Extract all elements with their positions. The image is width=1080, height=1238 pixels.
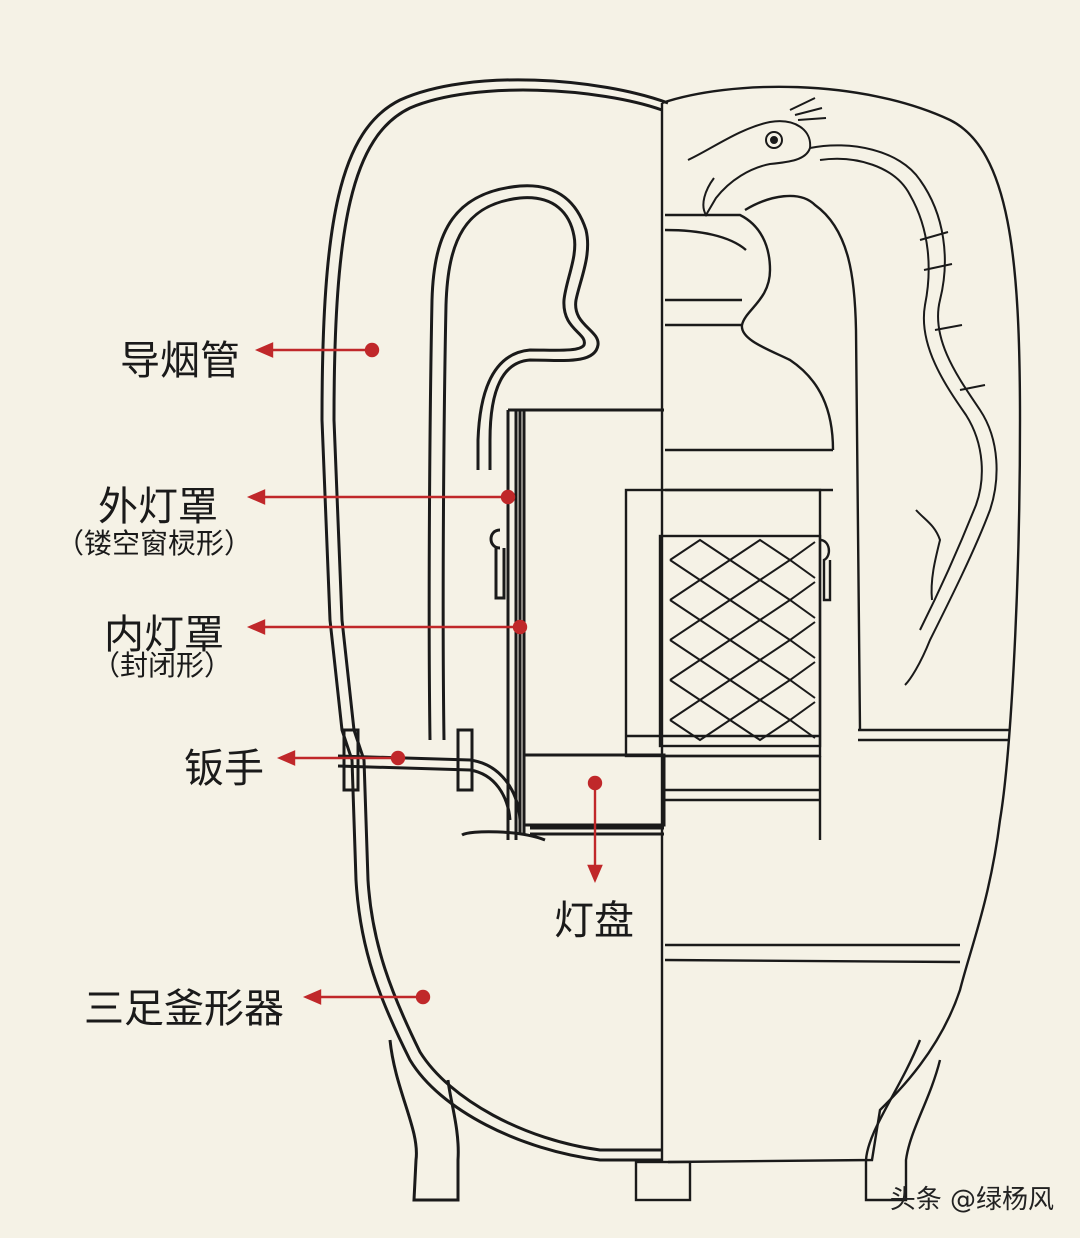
tripod-leg-right — [864, 1039, 942, 1202]
pointer-lever — [276, 750, 406, 766]
pointer-tripod-vessel — [302, 989, 431, 1005]
shade-handle — [489, 528, 506, 600]
tripod-leg-front — [634, 1160, 692, 1202]
watermark: 头条 @绿杨风 — [889, 1185, 1054, 1215]
label-lever: 钣手 — [184, 746, 264, 792]
lattice-window — [669, 538, 816, 742]
pointers — [246, 342, 603, 1005]
label-inner-shade: 内灯罩 — [104, 612, 224, 658]
pointer-lamp-plate — [587, 775, 603, 884]
cutaway-half — [320, 78, 669, 1202]
exterior-half — [624, 85, 1022, 1202]
body-outline — [661, 85, 1022, 1164]
inner-channel — [427, 184, 600, 741]
label-outer-shade-note: （镂空窗棂形） — [56, 527, 253, 560]
inner-channel-line2 — [441, 196, 586, 741]
pointer-smoke-pipe — [254, 342, 380, 358]
label-outer-shade: 外灯罩 — [98, 484, 218, 530]
pointer-outer-shade — [246, 489, 516, 505]
outer-wall-inner-line — [332, 88, 663, 1152]
label-tripod-vessel: 三足釜形器 — [84, 986, 284, 1032]
label-inner-shade-note: （封闭形） — [92, 649, 233, 682]
outer-wall — [320, 78, 669, 1162]
pointer-inner-shade — [246, 619, 528, 635]
label-lamp-plate: 灯盘 — [554, 898, 634, 944]
tripod-leg-left — [388, 1039, 460, 1202]
label-smoke-pipe: 导烟管 — [120, 338, 240, 384]
dragon-decoration — [687, 97, 998, 686]
